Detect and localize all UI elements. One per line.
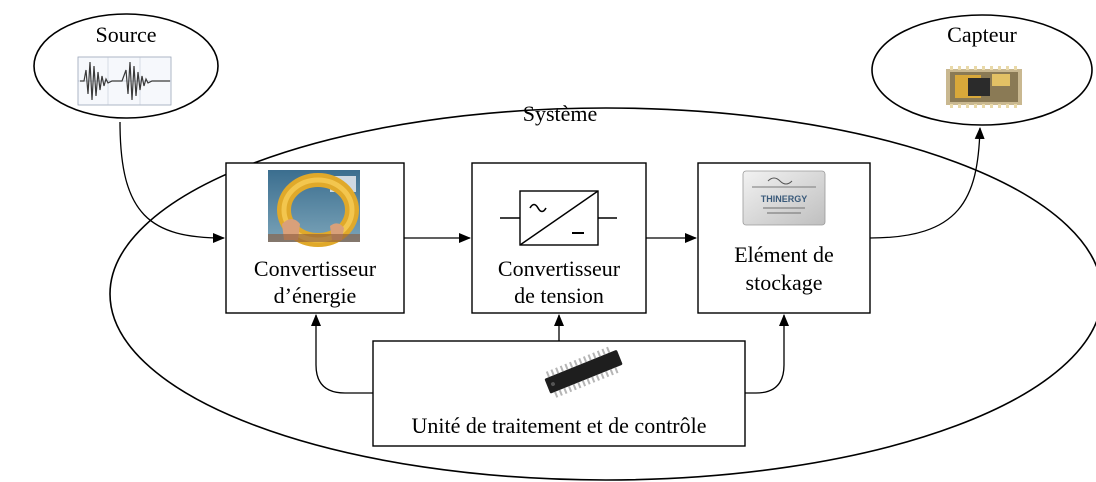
energy-converter-label-line1: Convertisseur [254,256,377,281]
arrow-control-to-storage [745,314,789,394]
piezo-film-photo-icon [268,170,360,247]
control-unit-label: Unité de traitement et de contrôle [411,413,706,438]
arrow-source-to-energy-converter [119,121,225,243]
storage-element-label-line1: Elément de [734,242,834,267]
capteur-node: Capteur [871,14,1093,126]
capteur-ellipse [871,14,1093,126]
source-ellipse [33,13,219,119]
arrow-storage-to-capteur [869,127,985,239]
thinergy-logo-text: THINERGY [761,194,808,204]
storage-element-label-line2: stockage [746,270,823,295]
control-unit-block: Unité de traitement et de contrôle [372,340,746,447]
voltage-converter-block: Convertisseur de tension [471,162,647,314]
systeme-ellipse [109,107,1096,481]
control-unit-box [372,340,746,447]
capteur-label: Capteur [947,22,1017,47]
voltage-converter-label-line2: de tension [514,283,604,308]
arrow-control-to-energy-converter [311,314,373,394]
thin-film-battery-icon: THINERGY [742,170,826,226]
source-label: Source [95,22,156,47]
systeme-label: Système [523,101,598,126]
source-node: Source [33,13,219,119]
energy-converter-label-line2: d’énergie [274,283,357,308]
sensor-chip-icon [946,66,1022,108]
waveform-plot-icon [77,56,172,106]
dip-microcontroller-icon [544,346,623,398]
storage-element-block: THINERGY Elément de stockage [697,162,871,314]
ac-dc-converter-symbol-icon [500,190,617,246]
voltage-converter-label-line1: Convertisseur [498,256,621,281]
energy-converter-block: Convertisseur d’énergie [225,162,405,314]
